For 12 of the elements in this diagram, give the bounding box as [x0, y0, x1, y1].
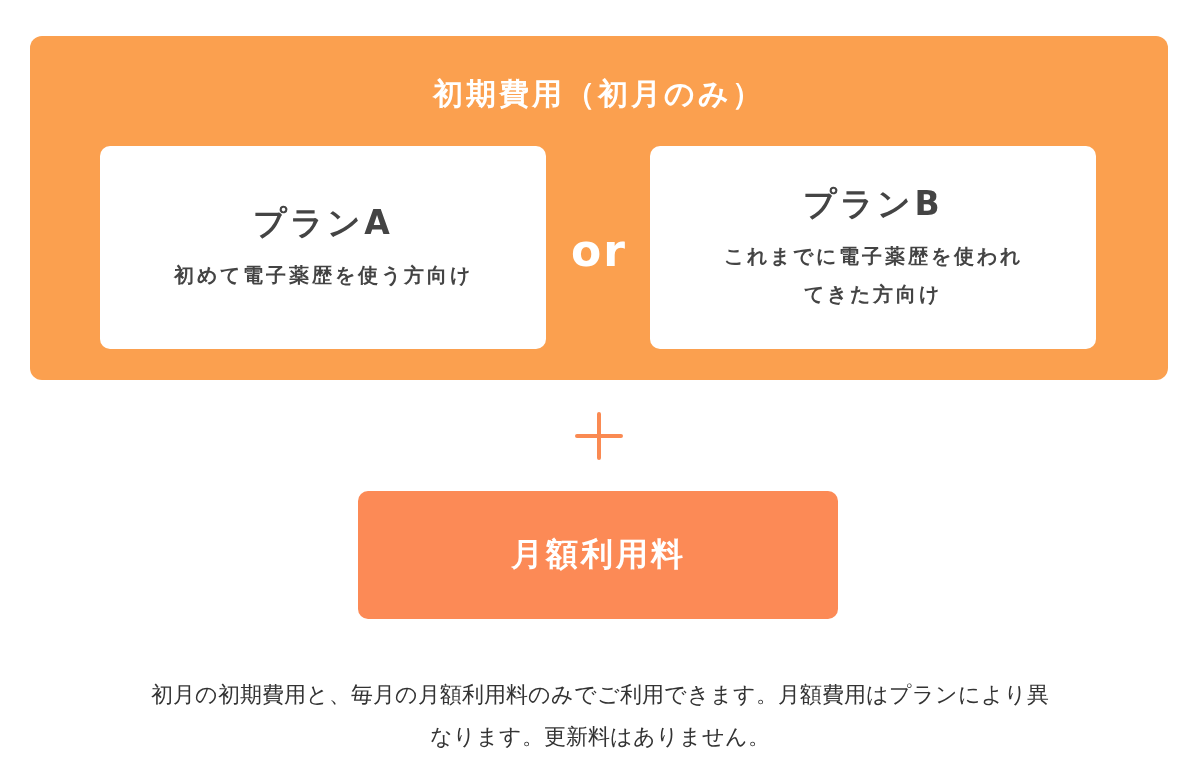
- plan-card: [650, 146, 1096, 349]
- plan-title: プランA: [253, 202, 393, 244]
- plan-description: 初めて電子薬歴を使う方向け: [173, 262, 473, 289]
- plan-description: これまでに電子薬歴を使われてきた方向け: [723, 243, 1023, 308]
- connector-word: or: [570, 225, 628, 276]
- panel-title: 初期費用（初月のみ）: [431, 75, 766, 113]
- plan-card: [100, 146, 546, 349]
- plan-title: プランB: [803, 183, 943, 225]
- fee-box: [358, 491, 838, 619]
- caption: 初月の初期費用と、毎月の月額利用料のみでご利用できます。月額費用はプランにより異なります。更新料はありません。: [150, 681, 1050, 751]
- fee-label: 月額利用料: [510, 534, 686, 575]
- plan-panel: [30, 36, 1168, 380]
